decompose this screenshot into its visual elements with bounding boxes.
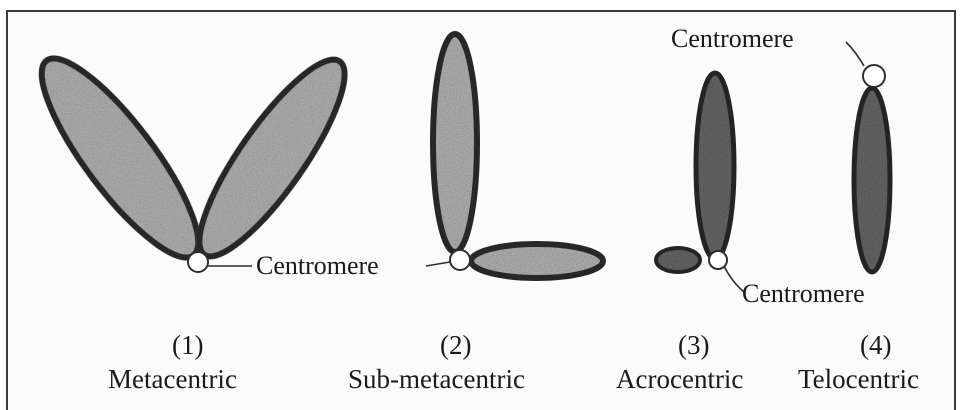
type-name-telocentric: Telocentric <box>798 364 919 395</box>
acrocentric-short-arm <box>656 248 700 272</box>
centromere-pointer-4 <box>846 42 864 66</box>
centromere-label-1-2: Centromere <box>256 251 379 281</box>
telocentric-arm <box>854 88 890 272</box>
metacentric-right-arm <box>178 43 366 273</box>
centromere-pointer-2 <box>426 262 450 266</box>
centromere-label-3: Centromere <box>742 279 865 309</box>
type-number-2: (2) <box>440 330 471 361</box>
centromere-label-4: Centromere <box>671 24 794 54</box>
type-name-submetacentric: Sub-metacentric <box>348 364 525 395</box>
acrocentric-long-arm <box>696 73 734 259</box>
acrocentric-chromosome <box>656 73 734 272</box>
submetacentric-short-arm <box>471 244 603 278</box>
type-number-3: (3) <box>678 330 709 361</box>
telocentric-centromere <box>863 65 885 87</box>
metacentric-centromere <box>188 252 208 272</box>
submetacentric-long-arm <box>433 34 477 252</box>
type-name-metacentric: Metacentric <box>108 364 237 395</box>
metacentric-chromosome <box>19 40 365 276</box>
submetacentric-chromosome <box>433 34 603 278</box>
centromere-pointer-3 <box>724 266 744 292</box>
submetacentric-centromere <box>450 250 470 270</box>
type-number-4: (4) <box>860 330 891 361</box>
type-name-acrocentric: Acrocentric <box>616 364 743 395</box>
metacentric-left-arm <box>19 40 220 276</box>
telocentric-chromosome <box>854 65 890 272</box>
type-number-1: (1) <box>172 330 203 361</box>
